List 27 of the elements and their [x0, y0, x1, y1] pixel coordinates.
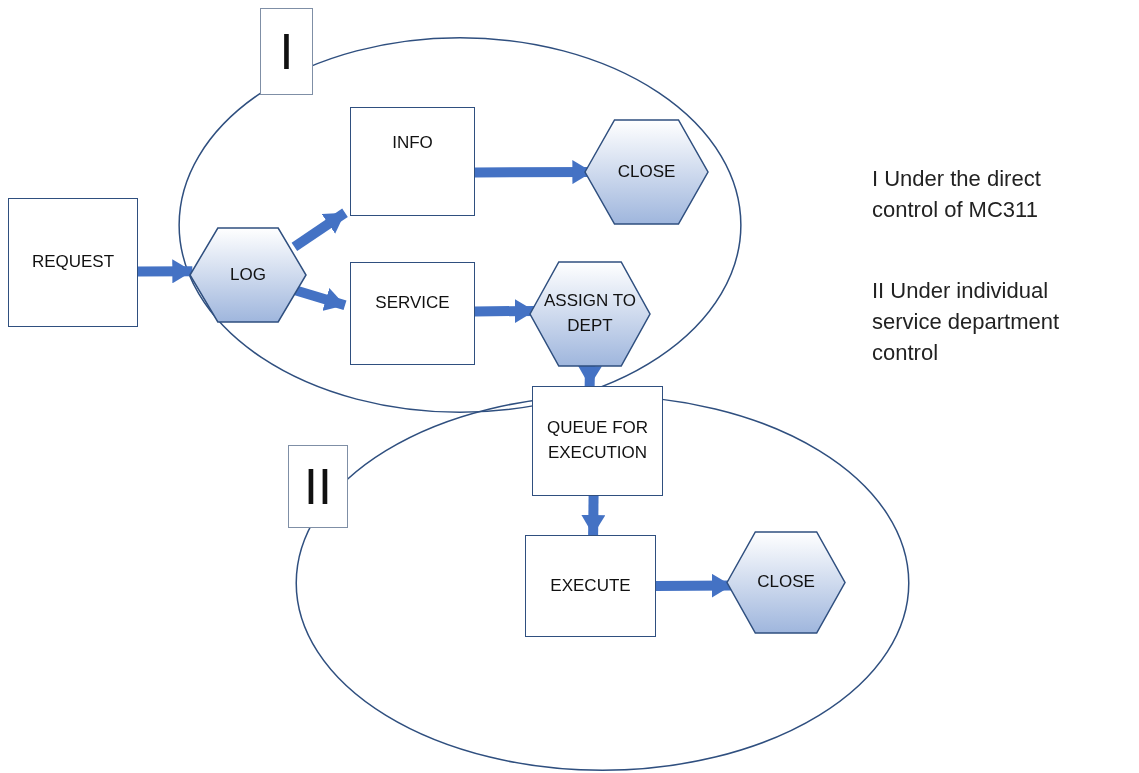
- node-label: SERVICE: [374, 292, 451, 315]
- node-label: QUEUE FOR EXECUTION: [545, 417, 650, 464]
- node-label: ASSIGN TO DEPT: [543, 290, 637, 337]
- process-box: [350, 107, 475, 216]
- process-box: [525, 535, 656, 637]
- arrow: [578, 365, 602, 387]
- roman-numeral: I: [279, 26, 294, 77]
- arrow: [291, 208, 348, 251]
- numeral-box: [288, 445, 348, 528]
- arrow: [137, 259, 193, 284]
- arrow: [474, 299, 535, 324]
- process-box: [350, 262, 475, 365]
- node-label: LOG: [229, 263, 267, 286]
- roman-numeral: II: [304, 461, 332, 512]
- node-label: CLOSE: [616, 160, 677, 183]
- numeral-box: [260, 8, 313, 95]
- node-label: CLOSE: [756, 571, 816, 594]
- note-text: I Under the direct control of MC311: [872, 165, 1042, 225]
- node-label: EXECUTE: [549, 574, 632, 597]
- process-box: [8, 198, 138, 327]
- arrow: [655, 573, 732, 598]
- arrow: [292, 285, 347, 311]
- note-text: II Under individual service department control: [872, 277, 1061, 368]
- node-label: REQUEST: [30, 251, 116, 274]
- process-box: [532, 386, 663, 496]
- arrow: [581, 495, 606, 536]
- node-label: INFO: [391, 132, 434, 155]
